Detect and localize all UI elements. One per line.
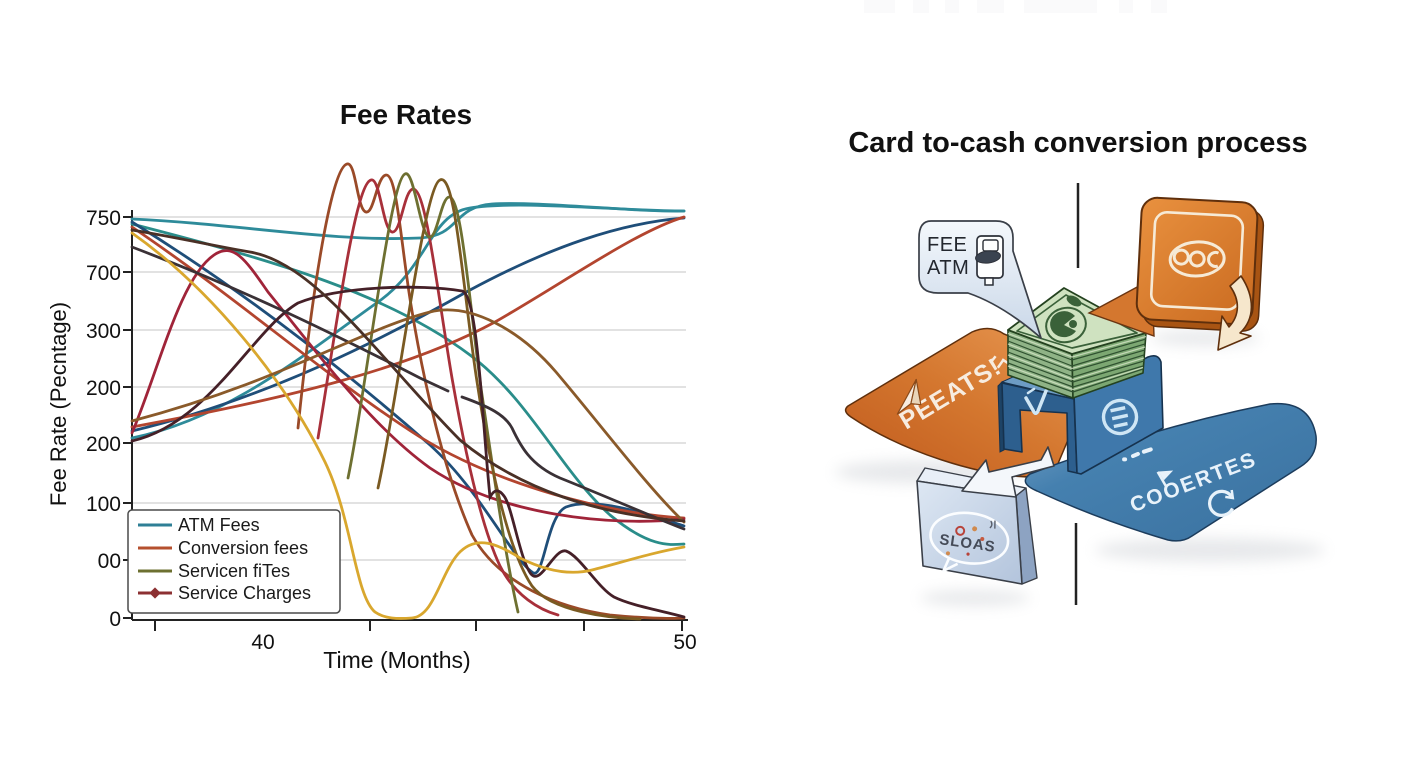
svg-text:Time (Months): Time (Months)	[323, 647, 470, 673]
svg-text:0: 0	[109, 608, 121, 631]
svg-text:50: 50	[673, 631, 696, 654]
svg-text:Fee Rate (Pecntage): Fee Rate (Pecntage)	[46, 302, 71, 506]
svg-text:200: 200	[86, 433, 121, 456]
svg-text:300: 300	[86, 320, 121, 343]
svg-text:Card to-cash conversion proces: Card to-cash conversion process	[848, 127, 1307, 159]
svg-text:Servicen fiTes: Servicen fiTes	[178, 561, 290, 581]
svg-text:ATM: ATM	[927, 257, 969, 279]
svg-text:40: 40	[251, 631, 274, 654]
svg-text:200: 200	[86, 377, 121, 400]
svg-text:ATM Fees: ATM Fees	[178, 515, 260, 535]
svg-text:700: 700	[86, 262, 121, 285]
svg-text:FEE: FEE	[927, 234, 967, 256]
svg-text:Service Charges: Service Charges	[178, 583, 311, 603]
svg-text:100: 100	[86, 493, 121, 516]
svg-text:750: 750	[86, 207, 121, 230]
svg-text:Conversion fees: Conversion fees	[178, 538, 308, 558]
svg-text:00: 00	[98, 550, 121, 573]
svg-text:Fee Rates: Fee Rates	[340, 99, 472, 130]
